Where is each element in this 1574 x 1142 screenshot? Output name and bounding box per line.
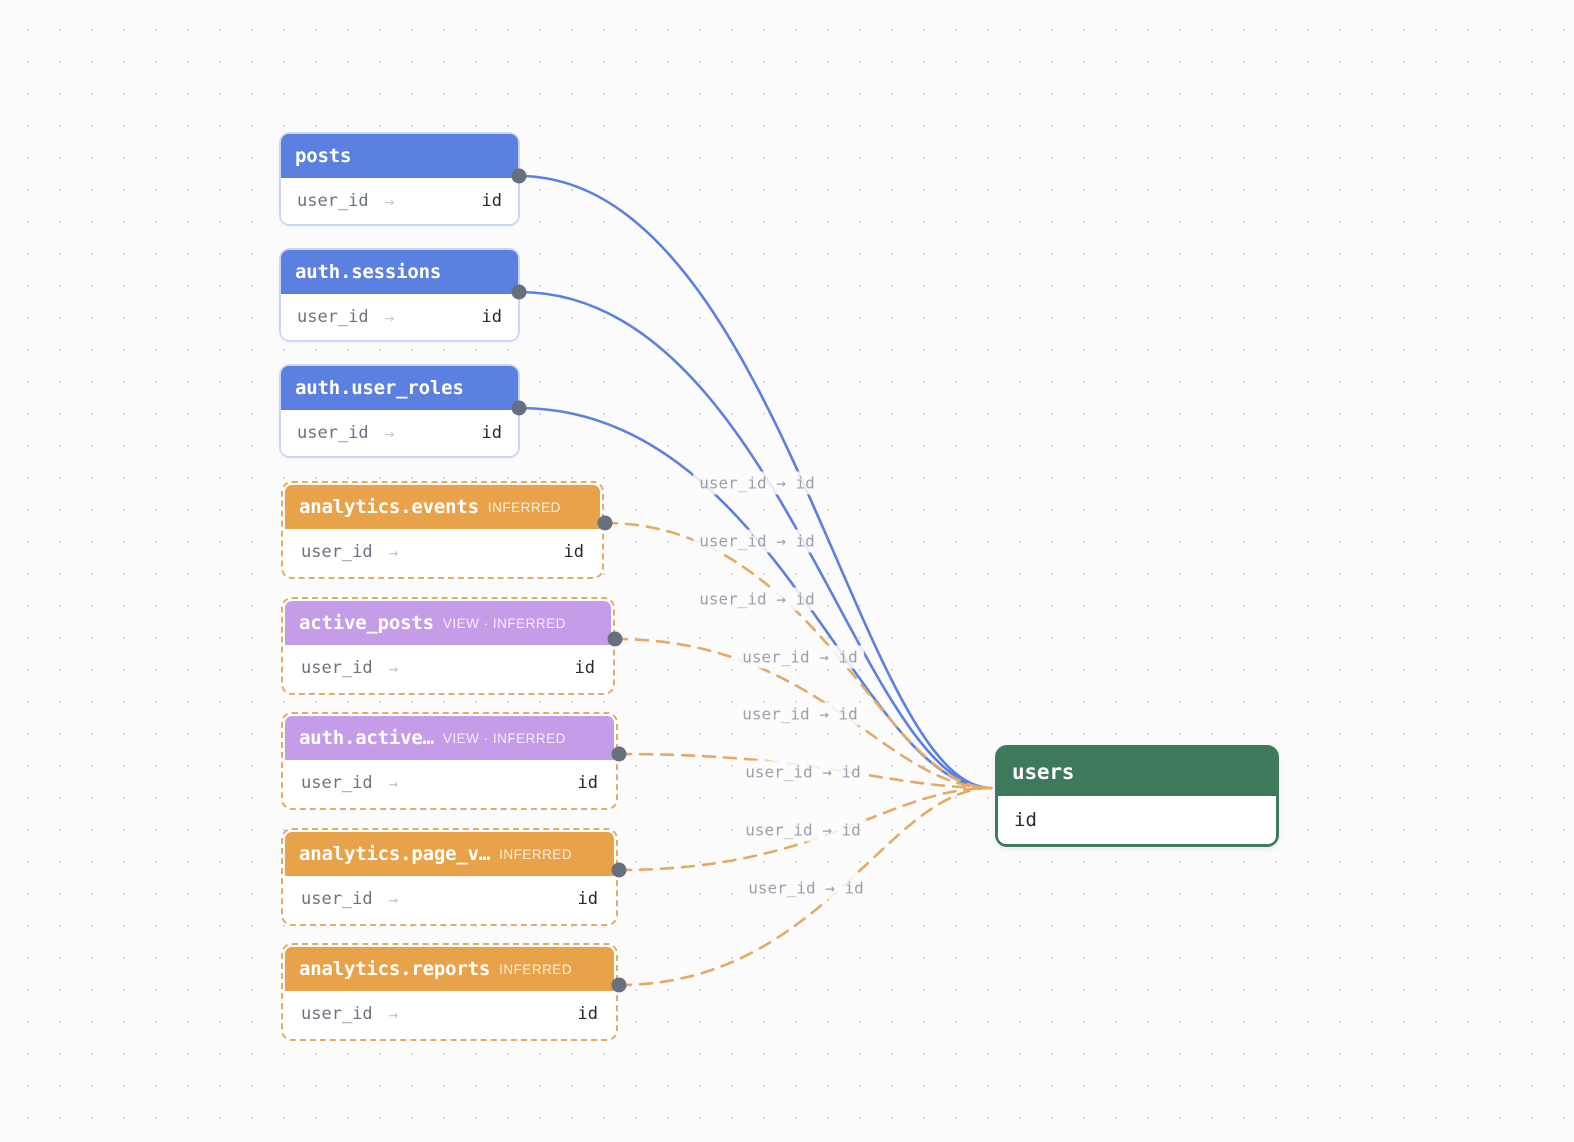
table-row[interactable]: user_id → id <box>285 991 614 1037</box>
target-column-name: id <box>577 889 598 909</box>
table-title: analytics.page_v… <box>299 843 491 865</box>
arrow-right-icon: → <box>388 542 399 562</box>
arrow-right-icon: → <box>388 773 399 793</box>
source-column-name: user_id <box>301 1004 373 1024</box>
table-node-auth-active[interactable]: auth.active… VIEW · INFERRED user_id → id <box>281 712 618 810</box>
table-node-auth-sessions[interactable]: auth.sessions user_id → id <box>281 250 518 340</box>
source-column-name: user_id <box>301 542 373 562</box>
table-badge: INFERRED <box>487 499 561 515</box>
table-title: posts <box>295 145 352 167</box>
table-node-users[interactable]: users id <box>998 748 1276 844</box>
table-node-auth-user-roles[interactable]: auth.user_roles user_id → id <box>281 366 518 456</box>
edge-label: user_id → id <box>693 471 821 495</box>
edge-label: user_id → id <box>693 587 821 611</box>
edge-label: user_id → id <box>739 818 867 842</box>
table-badge: VIEW · INFERRED <box>442 615 566 631</box>
edge-connector-dot[interactable] <box>611 977 627 993</box>
table-title: users <box>1012 760 1075 784</box>
target-column-name: id <box>481 191 502 211</box>
edge-label: user_id → id <box>693 529 821 553</box>
source-column-name: user_id <box>297 423 369 443</box>
edge-connector-dot[interactable] <box>611 862 627 878</box>
table-title: auth.sessions <box>295 261 442 283</box>
edge-label: user_id → id <box>736 645 864 669</box>
table-body: user_id → id <box>281 410 518 456</box>
table-badge: INFERRED <box>499 846 573 862</box>
table-body: user_id → id <box>285 645 611 691</box>
table-row[interactable]: id <box>998 796 1276 844</box>
edge-connector-dot[interactable] <box>611 746 627 762</box>
source-column-name: user_id <box>297 307 369 327</box>
source-column-name: user_id <box>301 658 373 678</box>
edge-connector-dot[interactable] <box>511 400 527 416</box>
table-header[interactable]: users <box>998 748 1276 796</box>
table-row[interactable]: user_id → id <box>285 876 614 922</box>
arrow-right-icon: → <box>384 191 395 211</box>
table-body: id <box>998 796 1276 844</box>
table-node-analytics-events[interactable]: analytics.events INFERRED user_id → id <box>281 481 604 579</box>
source-column-name: user_id <box>301 889 373 909</box>
table-body: user_id → id <box>285 876 614 922</box>
edge-label: user_id → id <box>736 702 864 726</box>
edge-connector-dot[interactable] <box>597 515 613 531</box>
edge-label: user_id → id <box>739 760 867 784</box>
edge-connector-dot[interactable] <box>607 631 623 647</box>
edge-connector-dot[interactable] <box>511 284 527 300</box>
edge-connector-dot[interactable] <box>511 168 527 184</box>
table-header[interactable]: analytics.page_v… INFERRED <box>285 832 614 876</box>
source-column-name: user_id <box>297 191 369 211</box>
table-node-analytics-page-v[interactable]: analytics.page_v… INFERRED user_id → id <box>281 828 618 926</box>
table-title: analytics.reports <box>299 958 491 980</box>
column-name: id <box>1014 809 1037 831</box>
table-node-posts[interactable]: posts user_id → id <box>281 134 518 224</box>
table-row[interactable]: user_id → id <box>285 760 614 806</box>
target-column-name: id <box>574 658 595 678</box>
table-row[interactable]: user_id → id <box>281 294 518 340</box>
table-body: user_id → id <box>281 294 518 340</box>
target-column-name: id <box>481 307 502 327</box>
table-header[interactable]: analytics.reports INFERRED <box>285 947 614 991</box>
table-header[interactable]: analytics.events INFERRED <box>285 485 600 529</box>
arrow-right-icon: → <box>384 423 395 443</box>
table-title: active_posts <box>299 612 434 634</box>
table-header[interactable]: auth.active… VIEW · INFERRED <box>285 716 614 760</box>
table-header[interactable]: active_posts VIEW · INFERRED <box>285 601 611 645</box>
table-row[interactable]: user_id → id <box>285 529 600 575</box>
source-column-name: user_id <box>301 773 373 793</box>
table-header[interactable]: posts <box>281 134 518 178</box>
table-row[interactable]: user_id → id <box>285 645 611 691</box>
table-node-active-posts[interactable]: active_posts VIEW · INFERRED user_id → id <box>281 597 615 695</box>
edge-label: user_id → id <box>742 876 870 900</box>
target-column-name: id <box>481 423 502 443</box>
arrow-right-icon: → <box>388 1004 399 1024</box>
arrow-right-icon: → <box>388 889 399 909</box>
table-header[interactable]: auth.user_roles <box>281 366 518 410</box>
table-title: analytics.events <box>299 496 479 518</box>
table-badge: VIEW · INFERRED <box>442 730 566 746</box>
arrow-right-icon: → <box>384 307 395 327</box>
arrow-right-icon: → <box>388 658 399 678</box>
table-badge: INFERRED <box>499 961 573 977</box>
table-row[interactable]: user_id → id <box>281 410 518 456</box>
target-column-name: id <box>563 542 584 562</box>
table-body: user_id → id <box>285 991 614 1037</box>
target-column-name: id <box>577 773 598 793</box>
table-body: user_id → id <box>281 178 518 224</box>
table-body: user_id → id <box>285 529 600 575</box>
table-title: auth.user_roles <box>295 377 464 399</box>
table-header[interactable]: auth.sessions <box>281 250 518 294</box>
table-title: auth.active… <box>299 727 434 749</box>
table-node-analytics-reports[interactable]: analytics.reports INFERRED user_id → id <box>281 943 618 1041</box>
target-column-name: id <box>577 1004 598 1024</box>
table-body: user_id → id <box>285 760 614 806</box>
table-row[interactable]: user_id → id <box>281 178 518 224</box>
